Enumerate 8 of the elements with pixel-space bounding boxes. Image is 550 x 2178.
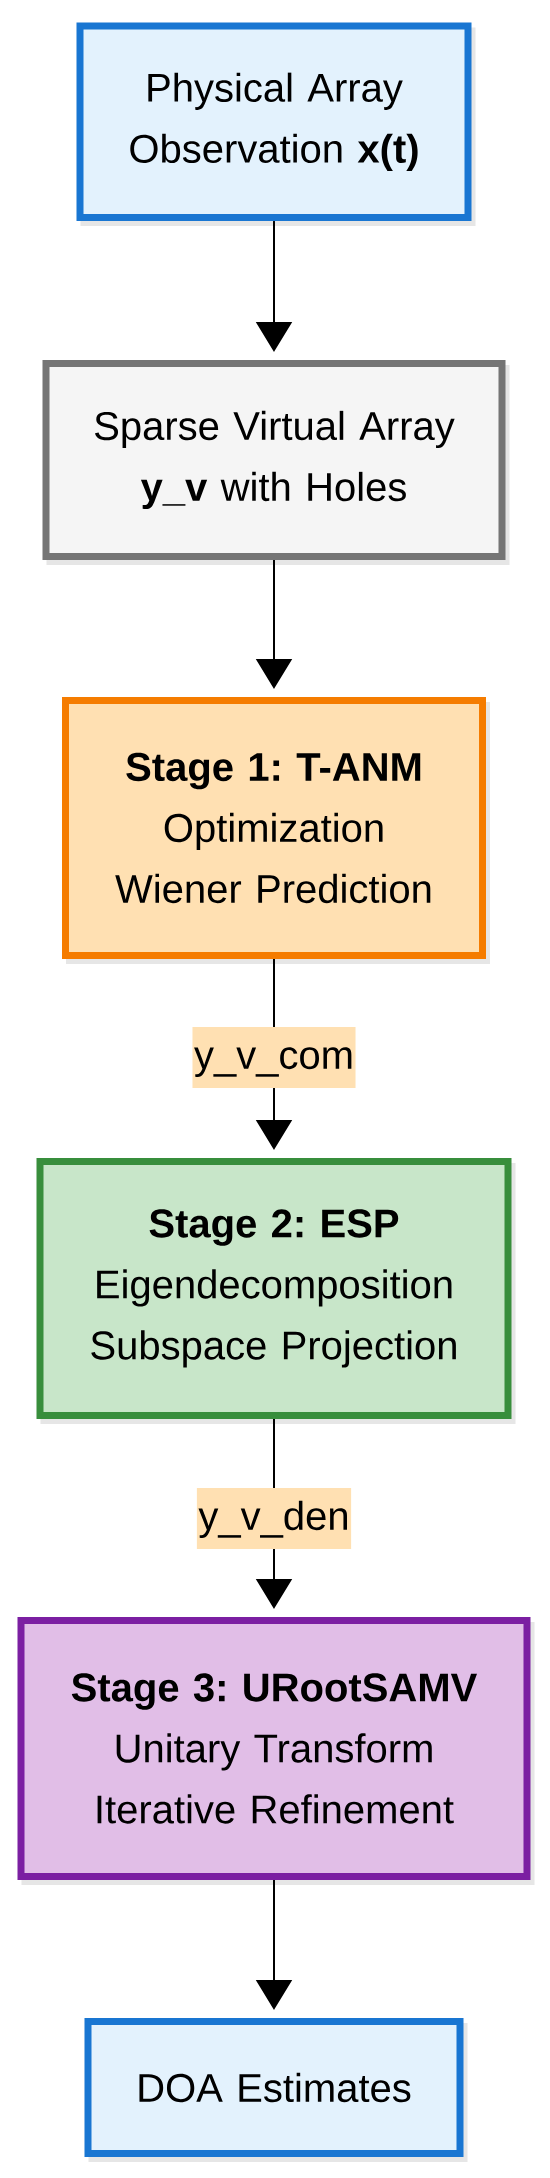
process-box: DOA Estimates: [84, 2018, 468, 2162]
process-box: Physical Array Observation x(t): [76, 22, 476, 227]
process-box: Stage 2: ESP Eigendecomposition Subspace Projection: [36, 1158, 516, 1424]
process-box: Stage 3: URootSAMV Unitary Transform Iterative Refinement: [17, 1617, 535, 1885]
process-box: Stage 1: T-ANM Optimization Wiener Prediction: [62, 697, 490, 964]
process-box: Sparse Virtual Array y_v with Holes: [42, 360, 510, 565]
edge-label: y_v_den: [196, 1488, 352, 1549]
edge-label: y_v_com: [192, 1027, 356, 1088]
